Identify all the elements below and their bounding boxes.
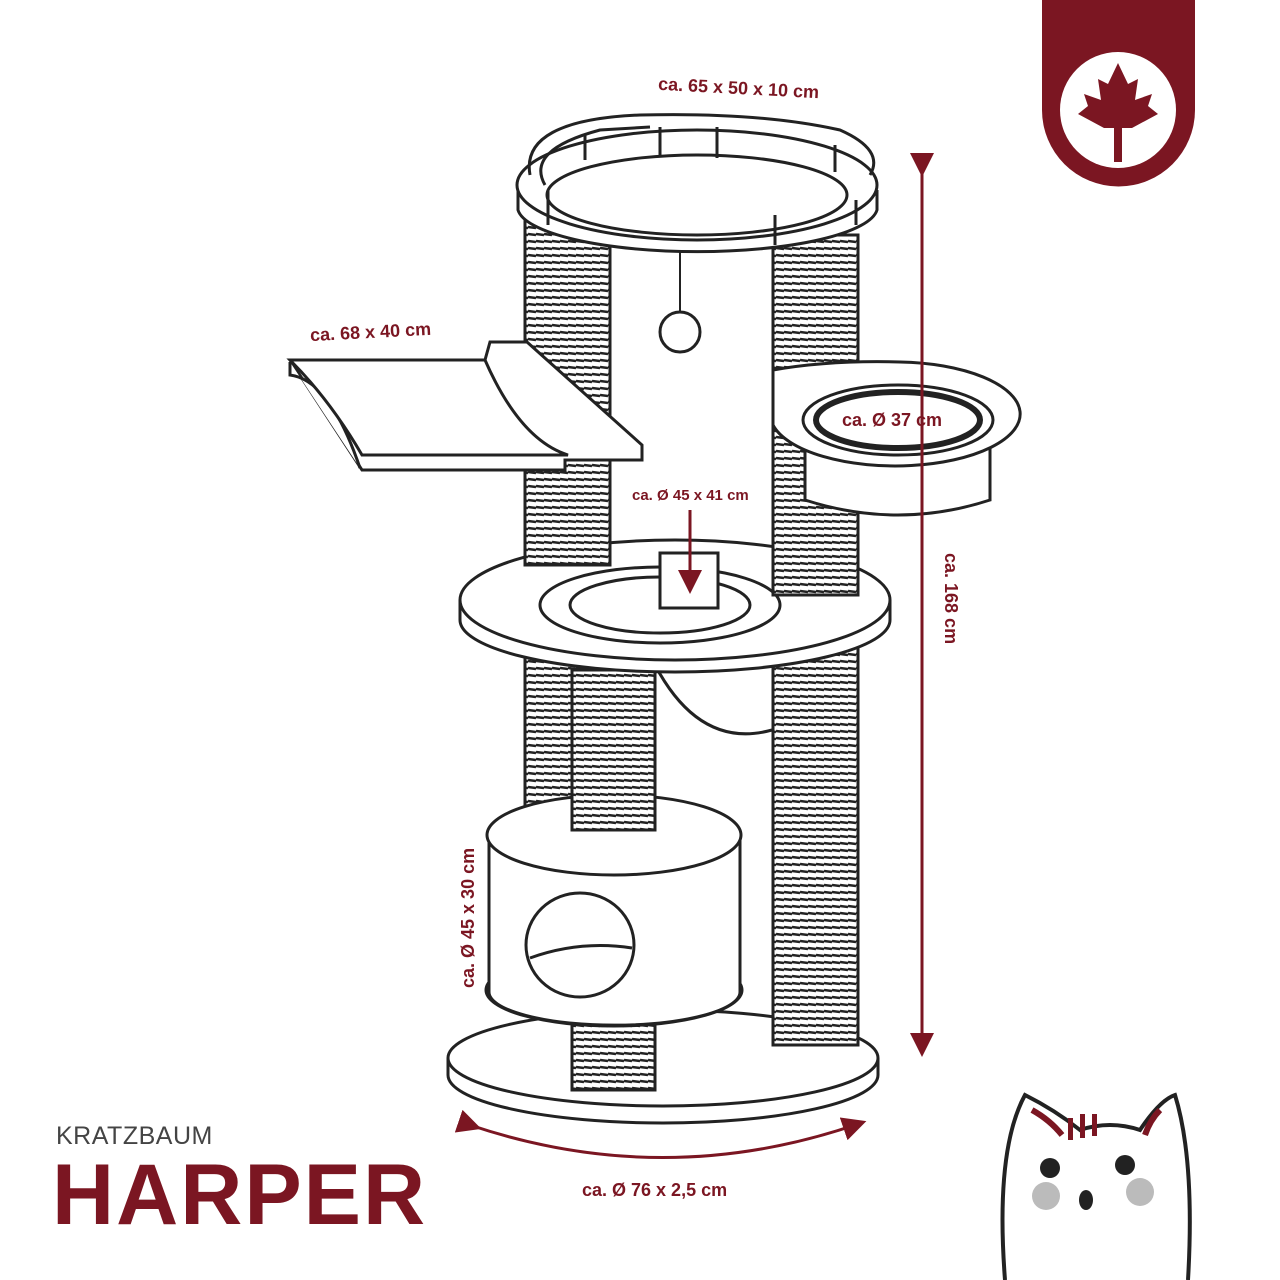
bowl-dimension: ca. Ø 37 cm — [842, 410, 943, 430]
toy-ball — [658, 310, 702, 354]
hammock-platform — [286, 340, 644, 472]
product-category: KRATZBAUM — [56, 1122, 213, 1150]
maple-leaf-icon — [1078, 63, 1158, 162]
bowl-platform — [771, 360, 1022, 517]
base-arrow — [454, 1109, 867, 1159]
sisal-post — [771, 638, 860, 1047]
base-dimension: ca. Ø 76 x 2,5 cm — [582, 1180, 728, 1200]
product-name: HARPER — [52, 1147, 428, 1243]
sisal-post — [570, 1018, 657, 1092]
cat-mascot — [1000, 1092, 1192, 1280]
top-bed — [515, 113, 879, 354]
cat-cave — [484, 793, 744, 1028]
base-plate — [446, 1008, 880, 1125]
cave-dimension: ca. Ø 45 x 30 cm — [458, 847, 478, 988]
cave-entrance — [524, 891, 636, 999]
height-dimension: ca. 168 cm — [941, 553, 961, 645]
hole-dimension: ca. Ø 45 x 41 cm — [632, 487, 749, 504]
sisal-post — [570, 668, 657, 832]
